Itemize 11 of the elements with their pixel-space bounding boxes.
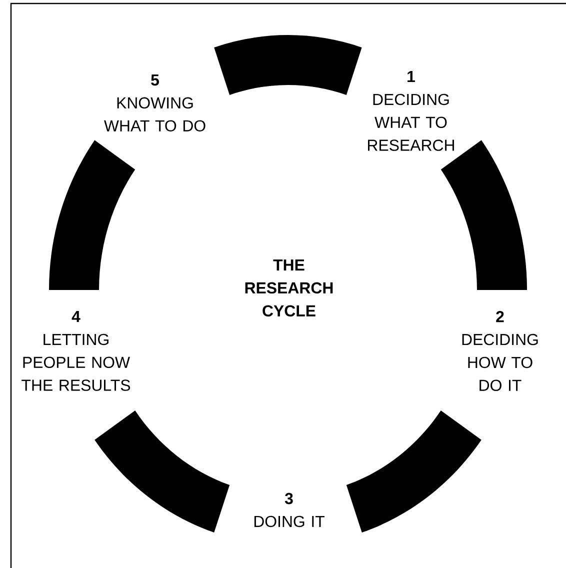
stage-label: 2 DECIDING HOW TO DO IT <box>462 310 538 391</box>
cycle-arc <box>346 410 482 533</box>
cycle-arc <box>214 35 362 95</box>
stage-label: 1 DECIDING WHAT TO RESEARCH <box>368 71 454 151</box>
cycle-arc <box>94 410 230 532</box>
cycle-arc <box>49 140 136 290</box>
stage-label: 4 LETTING PEOPLE NOW THE RESULTS <box>22 311 130 391</box>
stage-label: 5 KNOWING WHAT TO DO <box>104 74 206 132</box>
cycle-arc <box>440 140 528 290</box>
title: THE RESEARCH CYCLE <box>245 260 333 316</box>
stage-label: 3 DOING IT <box>254 492 324 528</box>
